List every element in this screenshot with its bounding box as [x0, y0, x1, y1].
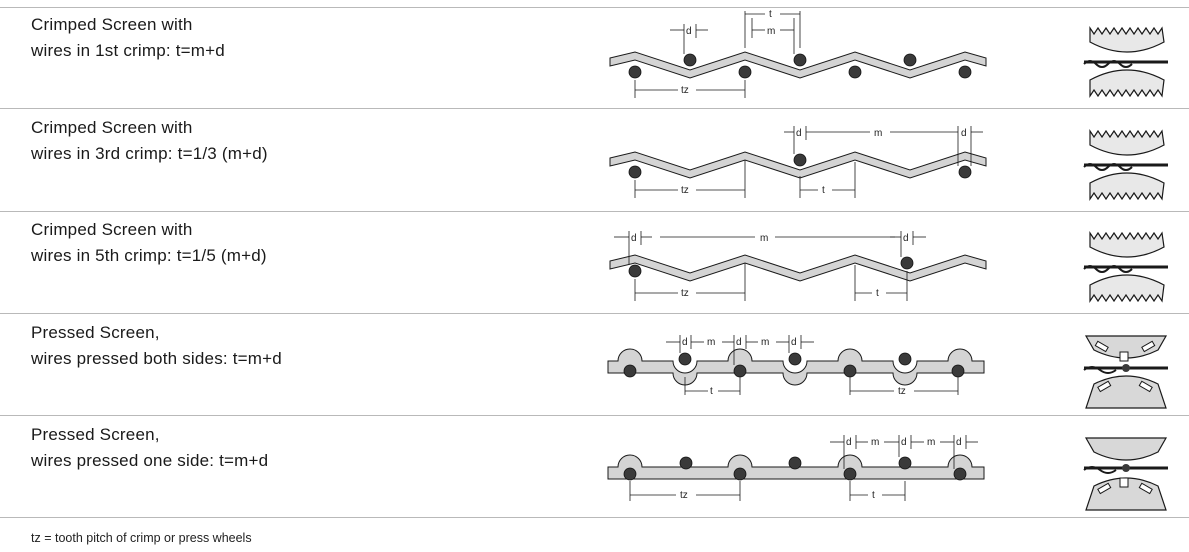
dim-label-d: d: [631, 233, 637, 244]
dim-label-m: m: [871, 437, 879, 448]
row-label-pressed-one: Pressed Screen, wires pressed one side: …: [31, 422, 268, 474]
crimped-strip: [609, 254, 987, 282]
row-label-pressed-both: Pressed Screen, wires pressed both sides…: [31, 320, 282, 372]
dim-label-tz: tz: [681, 185, 689, 196]
row-formula: wires in 3rd crimp: t=1/3 (m+d): [31, 144, 268, 163]
wire: [628, 165, 642, 179]
dim-label-d: d: [956, 437, 962, 448]
wire: [678, 352, 692, 366]
wire: [788, 352, 802, 366]
footnote: tz = tooth pitch of crimp or press wheel…: [31, 531, 252, 545]
wire: [623, 364, 637, 378]
crimp-wheels-icon: [1083, 129, 1168, 201]
wire: [679, 456, 693, 470]
row-formula: wires in 1st crimp: t=m+d: [31, 41, 225, 60]
wire: [788, 456, 802, 470]
dim-label-tz: tz: [681, 85, 689, 96]
wire: [683, 53, 697, 67]
dim-label-tz: tz: [680, 490, 688, 501]
row-label-crimp-3rd: Crimped Screen with wires in 3rd crimp: …: [31, 115, 268, 167]
row-title: Pressed Screen,: [31, 425, 160, 444]
pressed-both-diagram: d m d m d t tz: [607, 335, 985, 397]
row-label-crimp-1st: Crimped Screen with wires in 1st crimp: …: [31, 12, 225, 64]
wire: [738, 65, 752, 79]
crimp-wheels-icon: [1083, 231, 1168, 303]
row-formula: wires pressed both sides: t=m+d: [31, 349, 282, 368]
wire: [951, 364, 965, 378]
dim-label-tz: tz: [898, 386, 906, 397]
wire: [623, 467, 637, 481]
dim-label-d: d: [846, 437, 852, 448]
separator: [0, 415, 1189, 416]
row-title: Crimped Screen with: [31, 15, 193, 34]
dim-label-t: t: [876, 288, 879, 299]
wire: [898, 456, 912, 470]
row-title: Crimped Screen with: [31, 220, 193, 239]
wire: [733, 467, 747, 481]
crimp-wheels-icon: [1083, 26, 1168, 98]
dim-label-d: d: [682, 337, 688, 348]
crimp-3rd-diagram: d m d tz t: [609, 126, 987, 198]
row-label-crimp-5th: Crimped Screen with wires in 5th crimp: …: [31, 217, 267, 269]
pressed-strip: [607, 348, 985, 386]
separator: [0, 108, 1189, 109]
dim-label-m: m: [927, 437, 935, 448]
wire: [848, 65, 862, 79]
separator: [0, 517, 1189, 518]
dim-label-tz: tz: [681, 288, 689, 299]
pressed-one-diagram: d m d m d tz t: [607, 435, 985, 501]
separator: [0, 211, 1189, 212]
wire: [793, 153, 807, 167]
dim-label-t: t: [872, 490, 875, 501]
dim-label-d: d: [961, 128, 967, 139]
wire: [958, 165, 972, 179]
press-wheels-icon: [1083, 437, 1168, 511]
press-wheels-icon: [1083, 335, 1168, 409]
dim-label-t: t: [769, 9, 772, 20]
dim-label-d: d: [736, 337, 742, 348]
wire: [843, 467, 857, 481]
dim-label-d: d: [791, 337, 797, 348]
wire: [793, 53, 807, 67]
wire: [900, 256, 914, 270]
wire: [733, 364, 747, 378]
dim-label-d: d: [796, 128, 802, 139]
crimp-5th-diagram: d m d tz t: [609, 231, 987, 301]
dim-label-d: d: [903, 233, 909, 244]
wire: [903, 53, 917, 67]
wire: [843, 364, 857, 378]
dim-label-t: t: [822, 185, 825, 196]
dim-label-m: m: [760, 233, 768, 244]
row-formula: wires in 5th crimp: t=1/5 (m+d): [31, 246, 267, 265]
dim-label-m: m: [874, 128, 882, 139]
dim-label-m: m: [707, 337, 715, 348]
crimped-strip: [609, 51, 987, 79]
dim-label-d: d: [901, 437, 907, 448]
wire: [958, 65, 972, 79]
row-formula: wires pressed one side: t=m+d: [31, 451, 269, 470]
wire: [628, 264, 642, 278]
wire: [953, 467, 967, 481]
dim-label-m: m: [761, 337, 769, 348]
dim-label-t: t: [710, 386, 713, 397]
dim-label-d: d: [686, 26, 692, 37]
dim-label-m: m: [767, 26, 775, 37]
row-title: Crimped Screen with: [31, 118, 193, 137]
crimped-strip: [609, 151, 987, 179]
wire: [628, 65, 642, 79]
separator-top: [0, 7, 1189, 8]
crimp-1st-diagram: d t m tz: [609, 9, 987, 98]
row-title: Pressed Screen,: [31, 323, 160, 342]
separator: [0, 313, 1189, 314]
wire: [898, 352, 912, 366]
